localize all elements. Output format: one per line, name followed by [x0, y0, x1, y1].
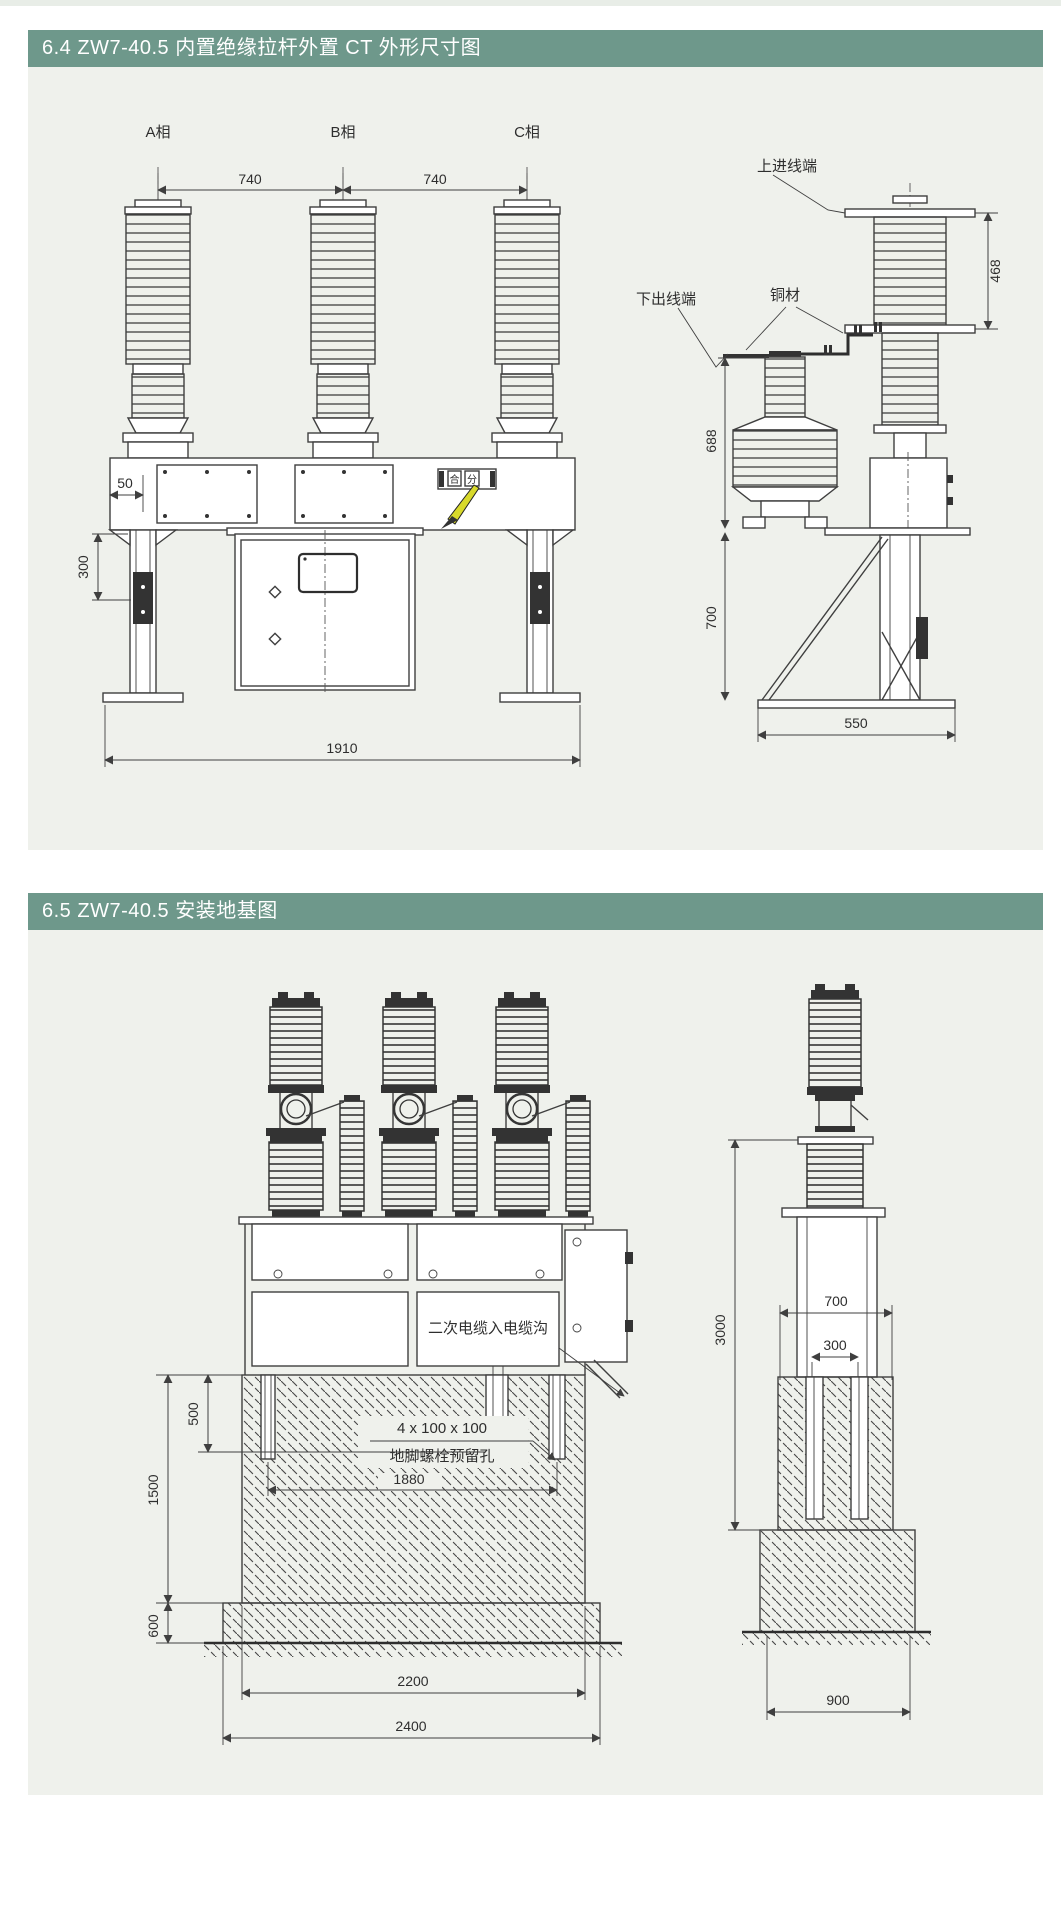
- dim-pocket-700: 700: [824, 1293, 848, 1309]
- operating-lever: [447, 484, 480, 525]
- foundation-front-view: 二次电缆入电缆沟: [145, 990, 633, 1745]
- dim-spacing-bc: 740: [423, 171, 447, 187]
- front-view: A相 B相 C相 740 740: [75, 124, 581, 767]
- dim-slot-300: 300: [823, 1337, 847, 1353]
- pole-b: [307, 166, 379, 459]
- phase-a-label: A相: [145, 124, 170, 141]
- dim-pit-depth: 1500: [145, 1474, 161, 1505]
- close-indicator: 合: [450, 473, 460, 486]
- dim-base-550: 550: [844, 715, 868, 731]
- base-channel: [757, 699, 956, 709]
- dim-total-width: 1910: [326, 740, 357, 756]
- lower-terminal-label: 下出线端: [636, 291, 696, 308]
- section-6-4-header: 6.4 ZW7-40.5 内置绝缘拉杆外置 CT 外形尺寸图: [28, 30, 1043, 67]
- side-foundation-footing: [759, 1529, 916, 1633]
- foundation-svg: 二次电缆入电缆沟: [145, 984, 931, 1745]
- dim-leg-300: 300: [75, 555, 91, 579]
- copper-busbar: [801, 322, 882, 356]
- bolt-pocket-right: [548, 1374, 566, 1460]
- side-foundation-pit: [777, 1376, 894, 1531]
- dim-height-3000: 3000: [712, 1314, 728, 1345]
- section-6-4-title: 6.4 ZW7-40.5 内置绝缘拉杆外置 CT 外形尺寸图: [42, 37, 482, 59]
- bolt-holes-label: 地脚螺栓预留孔: [389, 1448, 494, 1465]
- dim-trench-depth: 500: [185, 1402, 201, 1426]
- section-6-5-header: 6.5 ZW7-40.5 安装地基图: [28, 893, 1043, 930]
- outline-dimension-svg: A相 B相 C相 740 740: [75, 124, 1003, 767]
- upper-terminal-label: 上进线端: [757, 158, 817, 175]
- section-6-5-title: 6.5 ZW7-40.5 安装地基图: [42, 900, 278, 922]
- section-gap: [0, 850, 1061, 893]
- mechanism-cabinet: [226, 527, 424, 695]
- pole-a: [122, 166, 194, 459]
- copper-leader: [745, 306, 844, 351]
- pole-c-detailed: [490, 990, 592, 1219]
- side-view: 468 上进线端 下出线: [636, 158, 1003, 742]
- foundation-side-view: 3000 700 300 900: [712, 984, 931, 1720]
- page-top-strip: [0, 0, 1061, 6]
- dim-side-footing: 900: [826, 1692, 850, 1708]
- pole-tank: [869, 457, 948, 529]
- foundation-footing: [222, 1602, 601, 1644]
- current-transformer: [723, 351, 840, 529]
- trench-leader: [558, 1347, 625, 1397]
- frame-panel-2: [294, 464, 394, 524]
- dim-frame-700: 700: [703, 606, 719, 630]
- upper-terminal-leader: [772, 174, 846, 214]
- section-6-4: 6.4 ZW7-40.5 内置绝缘拉杆外置 CT 外形尺寸图: [28, 30, 1043, 850]
- dim-offset-50: 50: [117, 475, 133, 491]
- cabinet: 二次电缆入电缆沟: [238, 1216, 633, 1399]
- pole-c: [491, 166, 563, 459]
- pole-a-detailed: [264, 990, 366, 1219]
- open-indicator: 分: [467, 474, 477, 486]
- dim-upper-468: 468: [987, 259, 1003, 283]
- right-leg: [499, 529, 581, 703]
- side-door: [564, 1229, 628, 1363]
- dim-bolt-span: 1880: [393, 1471, 424, 1487]
- pole-b-detailed: [377, 990, 479, 1219]
- dim-spacing-ab: 740: [238, 171, 262, 187]
- phase-c-label: C相: [514, 124, 540, 141]
- bolt-pocket-left: [260, 1374, 276, 1460]
- dim-ct-688: 688: [703, 429, 719, 453]
- outline-dimension-drawing: A相 B相 C相 740 740: [28, 67, 1043, 850]
- cable-trench-label: 二次电缆入电缆沟: [428, 1320, 548, 1337]
- support-frame: [761, 534, 928, 701]
- phase-b-label: B相: [330, 124, 355, 141]
- dim-footing-depth: 600: [145, 1614, 161, 1638]
- copper-label: 铜材: [770, 287, 800, 304]
- cable-trench-label-box: [416, 1291, 560, 1367]
- left-leg: [102, 529, 184, 703]
- dim-pit-width: 2200: [397, 1673, 428, 1689]
- bolt-size-label: 4 x 100 x 100: [397, 1420, 487, 1437]
- frame-panel-1: [156, 464, 258, 524]
- section-6-5: 6.5 ZW7-40.5 安装地基图 二次电缆入电缆沟: [28, 893, 1043, 1795]
- dim-footing-width: 2400: [395, 1718, 426, 1734]
- upper-terminal-plate: [844, 208, 976, 218]
- foundation-drawing: 二次电缆入电缆沟: [28, 930, 1043, 1795]
- position-indicator: 合 分: [437, 468, 497, 529]
